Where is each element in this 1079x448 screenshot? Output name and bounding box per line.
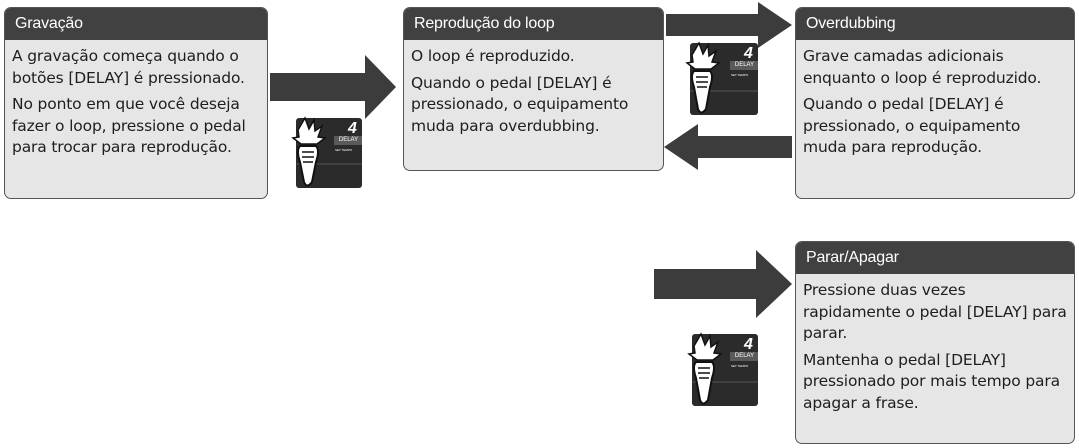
pedal-label-2: DELAY [734,62,755,68]
pedal-sublabel-3: SET TEMPO [731,364,749,368]
pedal-press-icon-3: 4 DELAY SET TEMPO [680,332,760,408]
box-reproducao-body: O loop é reproduzido. Quando o pedal [DE… [404,40,663,137]
pedal-sublabel-1: SET TEMPO [335,148,353,152]
box-reproducao: Reprodução do loop O loop é reproduzido.… [403,7,664,171]
box-overdubbing-text-1: Grave camadas adicionais enquanto o loop… [803,47,1042,87]
box-parar-body: Pressione duas vezes rapidamente o pedal… [796,274,1074,414]
box-overdubbing-text-2: Quando o pedal [DELAY] é pressionado, o … [803,95,1021,156]
pedal-label-1: DELAY [338,137,359,143]
foot-pedal-icon [685,41,758,115]
box-gravacao-title: Gravação [5,8,267,40]
arrow-right-reproducao-to-overdubbing [666,2,792,48]
box-parar-text-1: Pressione duas vezes rapidamente o pedal… [803,281,1067,342]
pedal-number-2: 4 [744,45,753,62]
box-overdubbing-body: Grave camadas adicionais enquanto o loop… [796,40,1074,159]
box-overdubbing: Overdubbing Grave camadas adicionais enq… [795,7,1075,199]
box-parar: Parar/Apagar Pressione duas vezes rapida… [795,241,1075,444]
arrow-right-gravacao-to-reproducao [270,55,396,119]
pedal-number-3: 4 [744,336,753,353]
box-gravacao-text-1: A gravação começa quando o botões [DELAY… [12,47,245,87]
foot-pedal-icon [291,116,362,188]
pedal-sublabel-2: SET TEMPO [731,73,749,77]
box-parar-title: Parar/Apagar [796,242,1074,274]
box-reproducao-title: Reprodução do loop [404,8,663,40]
box-reproducao-text-2: Quando o pedal [DELAY] é pressionado, o … [411,73,629,135]
arrow-left-overdubbing-to-reproducao [664,124,792,170]
box-overdubbing-title: Overdubbing [796,8,1074,40]
box-reproducao-text-1: O loop é reproduzido. [411,47,575,65]
box-parar-text-2: Mantenha o pedal [DELAY] pressionado por… [803,350,1060,412]
arrow-right-to-parar [654,250,792,318]
box-gravacao: Gravação A gravação começa quando o botõ… [4,7,268,199]
pedal-press-icon-1: 4 DELAY SET TEMPO [288,116,364,190]
foot-pedal-icon [687,332,758,406]
box-gravacao-text-2: No ponto em que você deseja fazer o loop… [12,95,246,156]
pedal-number-1: 4 [348,120,357,137]
pedal-press-icon-2: 4 DELAY SET TEMPO [678,41,760,117]
box-gravacao-body: A gravação começa quando o botões [DELAY… [5,40,267,159]
pedal-label-3: DELAY [734,353,755,359]
